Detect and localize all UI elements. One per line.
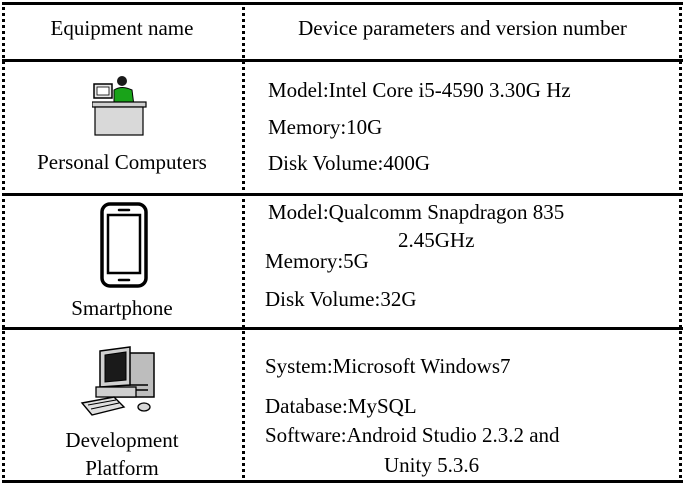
table-left-border — [2, 2, 5, 483]
column-divider — [242, 2, 245, 483]
header-divider — [2, 59, 683, 62]
row2-param-disk: Disk Volume:32G — [265, 287, 417, 311]
row3-param-software-cont: Unity 5.3.6 — [384, 453, 480, 477]
row3-equipment-name-line2: Platform — [85, 456, 159, 480]
row2-param-model: Model:Qualcomm Snapdragon 835 — [268, 200, 565, 224]
row2-equipment-name: Smartphone — [71, 296, 173, 320]
row-divider-2 — [2, 327, 683, 330]
row1-param-model: Model:Intel Core i5-4590 3.30G Hz — [268, 78, 571, 102]
row1-param-memory: Memory:10G — [268, 115, 383, 139]
person-at-desk-icon — [92, 76, 147, 136]
desktop-computer-icon — [80, 346, 155, 416]
table-top-border — [2, 2, 683, 5]
header-equipment-name: Equipment name — [50, 16, 194, 40]
row2-param-model-speed: 2.45GHz — [398, 228, 475, 252]
row-divider-1 — [2, 193, 683, 196]
row3-param-software: Software:Android Studio 2.3.2 and — [265, 423, 560, 447]
row3-equipment-name-line1: Development — [65, 428, 179, 452]
row1-equipment-name: Personal Computers — [37, 150, 207, 174]
row2-param-memory: Memory:5G — [265, 249, 369, 273]
table-right-border — [679, 2, 682, 483]
smartphone-icon — [100, 202, 148, 288]
row3-param-database: Database:MySQL — [265, 394, 417, 418]
table-bottom-border — [2, 480, 683, 483]
row1-param-disk: Disk Volume:400G — [268, 151, 430, 175]
header-device-parameters: Device parameters and version number — [298, 16, 627, 40]
row3-param-system: System:Microsoft Windows7 — [265, 354, 511, 378]
